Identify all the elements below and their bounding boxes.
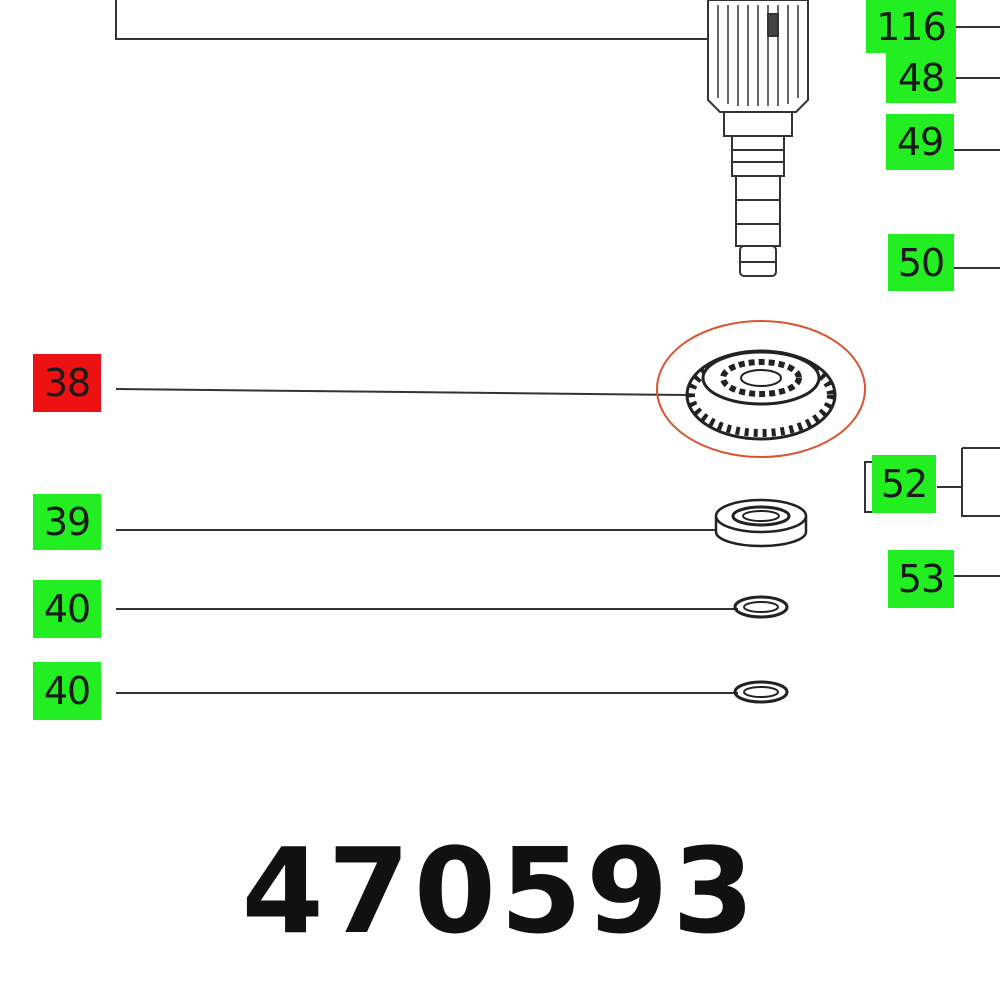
shaft-middle: [735, 175, 781, 247]
shim-ring-1-outer: [733, 595, 789, 619]
part-number-heading: 470593: [241, 822, 759, 960]
bracket-52-right: [937, 447, 1000, 517]
armature-slots: [717, 5, 799, 106]
part-label-40-b[interactable]: 40: [33, 662, 101, 720]
ball-bearing-part-39: [714, 498, 808, 548]
part-label-49[interactable]: 49: [886, 114, 954, 170]
bevel-gear-part-38: [656, 320, 866, 458]
shim-ring-1-inner: [743, 601, 779, 613]
part-label-116[interactable]: 116: [866, 0, 956, 53]
bearing-bore: [742, 510, 780, 522]
part-label-53[interactable]: 53: [888, 550, 954, 608]
shim-ring-2-inner: [743, 686, 779, 698]
leader-line-38: [115, 388, 689, 396]
part-label-52[interactable]: 52: [872, 455, 936, 513]
part-label-50[interactable]: 50: [888, 234, 954, 291]
part-label-38-highlighted[interactable]: 38: [33, 354, 101, 412]
armature-notch: [767, 13, 779, 37]
gear-bore: [740, 369, 782, 387]
leader-lines: [115, 0, 1000, 694]
highlight-circle: [656, 320, 866, 458]
shaft-upper: [731, 135, 785, 177]
gear-inner-ring: [720, 359, 802, 397]
bearing-seat: [723, 111, 793, 137]
part-label-40-a[interactable]: 40: [33, 580, 101, 638]
leader-line-116-left: [115, 0, 708, 40]
bracket-52-left: [864, 461, 872, 513]
part-label-39[interactable]: 39: [33, 494, 101, 550]
shim-ring-2-outer: [733, 680, 789, 704]
armature-shaft: [707, 0, 809, 277]
shim-rings-part-40: [733, 595, 789, 704]
gear-teeth-ring: [687, 353, 835, 437]
part-label-48[interactable]: 48: [886, 53, 956, 103]
